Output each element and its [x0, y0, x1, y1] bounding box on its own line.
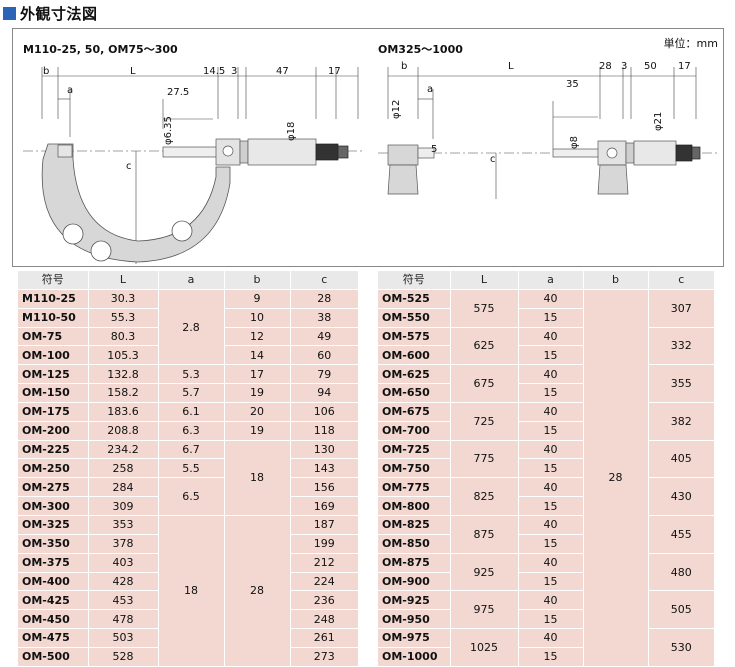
table-row: OM-150 158.2 5.7 19 94 — [18, 383, 358, 403]
col-header-model: 符号 — [18, 271, 88, 290]
table-row: OM-175 183.6 6.1 20 106 — [18, 402, 358, 422]
table-row: OM-875 925 40 480 — [378, 553, 714, 592]
table-row: OM-800 15 — [378, 496, 714, 516]
table-row: OM-925 975 40 505 — [378, 590, 714, 630]
table-row: OM-525 575 40 28 307 — [378, 289, 714, 667]
left-dim-17: 17 — [328, 66, 341, 77]
table-row: OM-900 15 — [378, 572, 714, 592]
table-header-row: 符号 L a b c — [378, 271, 714, 290]
table-row: OM-250 258 5.5 143 — [18, 458, 358, 479]
left-dim-27-5: 27.5 — [167, 87, 190, 98]
table-row: OM-650 15 — [378, 383, 714, 403]
left-dim-phi-6-35: φ6.35 — [163, 116, 174, 145]
unit-label: 単位：mm — [663, 37, 718, 50]
left-dim-c: c — [126, 161, 132, 172]
right-micrometer-drawing — [378, 67, 718, 199]
table-row: OM-950 15 — [378, 609, 714, 630]
right-dim-35: 35 — [566, 79, 579, 90]
right-dim-5: 5 — [431, 144, 438, 155]
table-row: OM-725 775 40 405 — [378, 440, 714, 479]
table-row: OM-425 453 236 — [18, 590, 358, 611]
left-dim-b: b — [43, 66, 50, 77]
right-dim-17: 17 — [678, 61, 691, 72]
table-row: OM-775 825 40 430 — [378, 477, 714, 516]
table-row: OM-575 625 40 332 — [378, 327, 714, 366]
left-micrometer-drawing — [23, 67, 363, 264]
table-header-row: 符号 L a b c — [18, 271, 358, 290]
table-row: OM-350 378 199 — [18, 534, 358, 554]
left-dim-L: L — [130, 66, 136, 77]
section-title: 外観寸法図 — [3, 2, 98, 24]
table-row: OM-225 234.2 6.7 18 130 — [18, 440, 358, 516]
left-dim-3: 3 — [231, 66, 238, 77]
table-row: OM-450 478 248 — [18, 609, 358, 630]
table-row: OM-975 1025 40 530 — [378, 628, 714, 667]
table-row: OM-325 353 18 28 187 — [18, 515, 358, 667]
table-row: OM-475 503 261 — [18, 628, 358, 648]
left-model-label: M110-25, 50, OM75～300 — [23, 43, 178, 56]
table-row: OM-550 15 — [378, 308, 714, 328]
left-dim-14-5: 14.5 — [203, 66, 226, 77]
section-title-text: 外観寸法図 — [20, 4, 98, 23]
col-header-b: b — [582, 271, 648, 290]
col-header-c: c — [647, 271, 714, 290]
col-header-a: a — [157, 271, 224, 290]
table-row: OM-125 132.8 5.3 17 79 — [18, 364, 358, 385]
table-row: OM-700 15 — [378, 421, 714, 441]
table-row: OM-400 428 224 — [18, 572, 358, 592]
table-row: OM-675 725 40 382 — [378, 402, 714, 441]
table-row: M110-50 55.3 10 38 — [18, 308, 358, 328]
col-header-c: c — [289, 271, 358, 290]
table-row: OM-375 403 212 — [18, 553, 358, 573]
dimension-drawing-frame: 単位：mm M110-25, 50, OM75～300 — [12, 28, 724, 267]
title-bullet-icon — [3, 6, 16, 20]
table-row: OM-200 208.8 6.3 19 118 — [18, 421, 358, 441]
left-dim-a: a — [67, 85, 74, 96]
table-row: OM-850 15 — [378, 534, 714, 554]
right-dim-a: a — [427, 84, 434, 95]
table-row: OM-750 15 — [378, 458, 714, 479]
right-dim-3: 3 — [621, 61, 628, 72]
col-header-L: L — [449, 271, 518, 290]
col-header-model: 符号 — [378, 271, 450, 290]
spec-table-right: 符号 L a b c OM-525 575 40 28 307 OM-550 1… — [378, 271, 714, 667]
right-dim-c: c — [490, 154, 496, 165]
table-row: OM-300 309 169 — [18, 496, 358, 516]
col-header-L: L — [87, 271, 158, 290]
table-row: OM-275 284 6.5 156 — [18, 477, 358, 516]
table-row: M110-25 30.3 2.8 9 28 — [18, 289, 358, 366]
right-dim-phi-12: φ12 — [391, 99, 402, 119]
right-dim-50: 50 — [644, 61, 657, 72]
right-dim-phi-21: φ21 — [653, 111, 664, 131]
right-dim-b: b — [401, 61, 408, 72]
table-row: OM-100 105.3 14 60 — [18, 345, 358, 366]
right-dim-28: 28 — [599, 61, 612, 72]
col-header-b: b — [223, 271, 290, 290]
table-row: OM-75 80.3 12 49 — [18, 327, 358, 347]
table-row: OM-600 15 — [378, 345, 714, 366]
table-row: OM-825 875 40 455 — [378, 515, 714, 554]
right-dim-phi-8: φ8 — [569, 136, 580, 149]
right-model-label: OM325～1000 — [378, 43, 463, 56]
left-dim-phi-18: φ18 — [286, 121, 297, 141]
spec-table-left: 符号 L a b c M110-25 30.3 2.8 9 28 M110-50… — [18, 271, 358, 667]
table-row: OM-625 675 40 355 — [378, 364, 714, 403]
col-header-a: a — [517, 271, 583, 290]
right-dim-L: L — [508, 61, 514, 72]
left-dim-47: 47 — [276, 66, 289, 77]
